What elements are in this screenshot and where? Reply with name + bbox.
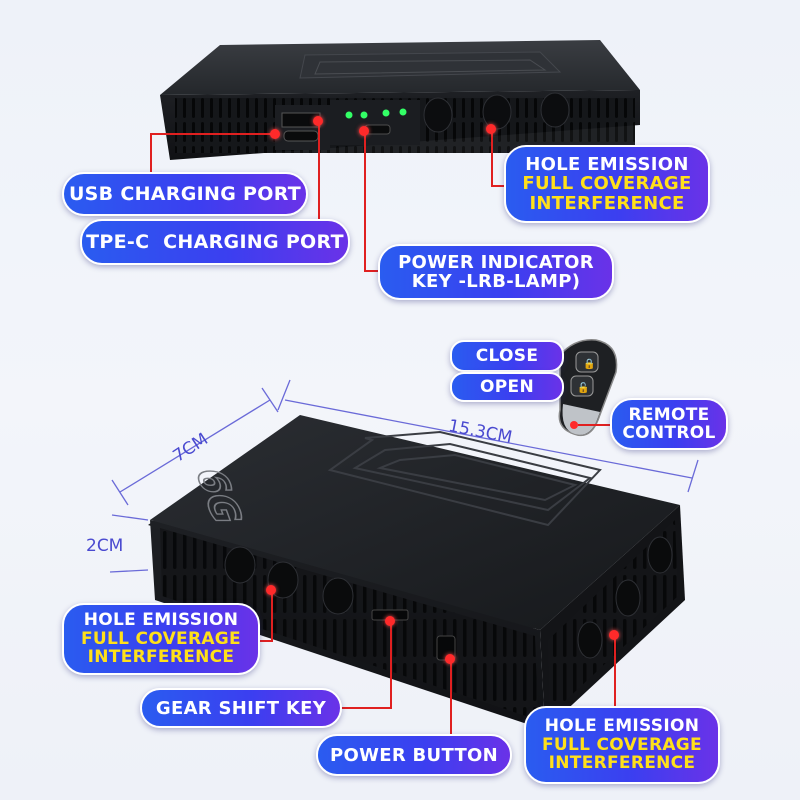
emission-hole xyxy=(482,94,512,130)
power-button-label: POWER BUTTON xyxy=(316,734,512,776)
indicator-led xyxy=(382,109,390,117)
hole-label-line1: HOLE EMISSION xyxy=(525,153,689,175)
emission-hole xyxy=(577,621,603,659)
indicator-led xyxy=(345,111,353,119)
power-indicator-label: POWER INDICATOR KEY -LRB-LAMP) xyxy=(378,244,614,300)
dimension-lines xyxy=(109,379,699,573)
hole-right-line3: INTERFERENCE xyxy=(548,753,696,774)
indicator-marker xyxy=(359,126,369,136)
remote-close-label: CLOSE xyxy=(450,340,564,372)
emission-hole xyxy=(423,97,453,133)
height-dimension: 2CM xyxy=(86,536,124,556)
usb-marker xyxy=(270,129,280,139)
gear-marker xyxy=(385,616,395,626)
indicator-label-line1: POWER INDICATOR xyxy=(398,251,594,273)
power-label-text: POWER BUTTON xyxy=(329,744,499,766)
remote-label-line1: REMOTE xyxy=(628,404,710,425)
hole-label-line2: FULL COVERAGE xyxy=(522,173,692,195)
remote-close-button xyxy=(575,351,599,373)
remote-control: 🔒 🔓 xyxy=(558,339,618,437)
usb-label-text: USB CHARGING PORT xyxy=(68,183,302,205)
hole-left-line1: HOLE EMISSION xyxy=(83,610,239,631)
hole-emission-label-top: HOLE EMISSION FULL COVERAGE INTERFERENCE xyxy=(504,145,710,223)
typec-marker xyxy=(313,116,323,126)
hole-emission-label-right: HOLE EMISSION FULL COVERAGE INTERFERENCE xyxy=(524,706,720,784)
indicator-led xyxy=(399,108,407,116)
hole-right-line1: HOLE EMISSION xyxy=(544,716,700,737)
hole-right-line2: FULL COVERAGE xyxy=(542,734,702,755)
open-label-text: OPEN xyxy=(480,377,534,397)
emission-hole xyxy=(615,579,641,617)
emission-hole xyxy=(540,92,570,128)
remote-open-button xyxy=(570,375,594,397)
emission-hole xyxy=(224,546,256,584)
remote-open-label: OPEN xyxy=(450,372,564,402)
typec-port xyxy=(283,130,319,142)
hole-label-line3: INTERFERENCE xyxy=(529,192,685,214)
power-marker xyxy=(445,654,455,664)
svg-text:🔒: 🔒 xyxy=(583,358,595,370)
svg-text:🔓: 🔓 xyxy=(577,381,589,394)
remote-control-label: REMOTE CONTROL xyxy=(610,398,728,450)
remote-label-line2: CONTROL xyxy=(622,423,716,443)
gear-shift-key-label: GEAR SHIFT KEY xyxy=(140,688,342,728)
hole-emission-label-left: HOLE EMISSION FULL COVERAGE INTERFERENCE xyxy=(62,603,260,675)
emission-hole xyxy=(322,577,354,615)
hole-left-line2: FULL COVERAGE xyxy=(81,628,241,649)
hole-marker xyxy=(266,585,276,595)
main-device-top-face xyxy=(150,415,680,630)
main-device xyxy=(148,415,685,730)
close-label-text: CLOSE xyxy=(475,346,539,366)
hole-marker xyxy=(609,630,619,640)
indicator-led xyxy=(360,111,368,119)
gear-label-text: GEAR SHIFT KEY xyxy=(155,697,327,719)
indicator-label-line2: KEY -LRB-LAMP) xyxy=(411,271,581,292)
hole-marker xyxy=(486,124,496,134)
typec-label-text: TPE-C CHARGING PORT xyxy=(86,231,344,253)
hole-left-line3: INTERFERENCE xyxy=(87,647,235,668)
top-device xyxy=(160,40,640,160)
typec-charging-port-label: TPE-C CHARGING PORT xyxy=(80,219,350,265)
usb-charging-port-label: USB CHARGING PORT xyxy=(62,172,308,216)
emission-hole xyxy=(647,536,673,574)
